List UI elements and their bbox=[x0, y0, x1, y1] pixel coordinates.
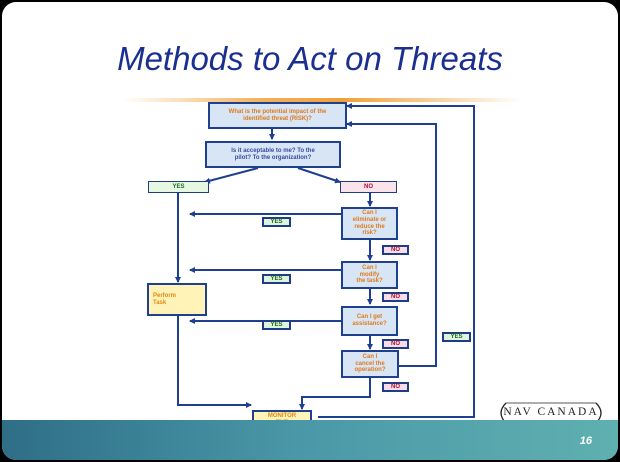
yes-label-eliminate: YES bbox=[262, 217, 291, 227]
footer-bar: 16 bbox=[2, 420, 618, 460]
acceptable-question-text: Is it acceptable to me? To the pilot? To… bbox=[231, 147, 315, 161]
arrow-to-yes bbox=[204, 167, 259, 184]
no-label-modify: NO bbox=[382, 292, 409, 302]
slide-title: Methods to Act on Threats bbox=[117, 40, 503, 77]
title-underline bbox=[122, 98, 522, 102]
yes-main-label: YES bbox=[148, 181, 209, 193]
risk-question-box: What is the potential impact of the iden… bbox=[208, 102, 347, 129]
modify-question-text: Can I modify the task? bbox=[356, 264, 383, 285]
no-label-assist: NO bbox=[382, 339, 409, 349]
modify-question-box: Can I modify the task? bbox=[341, 261, 398, 289]
page-number: 16 bbox=[579, 435, 592, 447]
arrow-cancel-yes-loop bbox=[346, 121, 437, 367]
arrow-cancel-to-monitor bbox=[299, 378, 371, 410]
yes-label-assist: YES bbox=[262, 320, 291, 330]
arrow-perform-to-monitor bbox=[177, 316, 252, 408]
assist-question-text: Can I get assistance? bbox=[352, 314, 387, 327]
risk-question-text: What is the potential impact of the iden… bbox=[228, 108, 327, 122]
yes-label-cancel: YES bbox=[442, 332, 471, 342]
eliminate-question-box: Can I eliminate or reduce the risk? bbox=[341, 207, 398, 240]
no-label-eliminate: NO bbox=[382, 245, 409, 255]
assist-question-box: Can I get assistance? bbox=[341, 306, 398, 336]
arrow-monitor-loop bbox=[318, 103, 475, 418]
yes-label-modify: YES bbox=[262, 274, 291, 284]
perform-task-box: Perform Task bbox=[147, 283, 207, 316]
arrow-to-no bbox=[297, 167, 341, 184]
cancel-question-box: Can I cancel the operation? bbox=[341, 350, 399, 378]
perform-task-text: Perform Task bbox=[153, 292, 177, 306]
no-label-cancel: NO bbox=[382, 382, 409, 392]
eliminate-question-text: Can I eliminate or reduce the risk? bbox=[352, 209, 387, 237]
cancel-question-text: Can I cancel the operation? bbox=[354, 353, 386, 374]
no-main-label: NO bbox=[340, 181, 397, 193]
logo-text: NAV CANADA bbox=[503, 406, 599, 418]
acceptable-question-box: Is it acceptable to me? To the pilot? To… bbox=[205, 141, 341, 168]
